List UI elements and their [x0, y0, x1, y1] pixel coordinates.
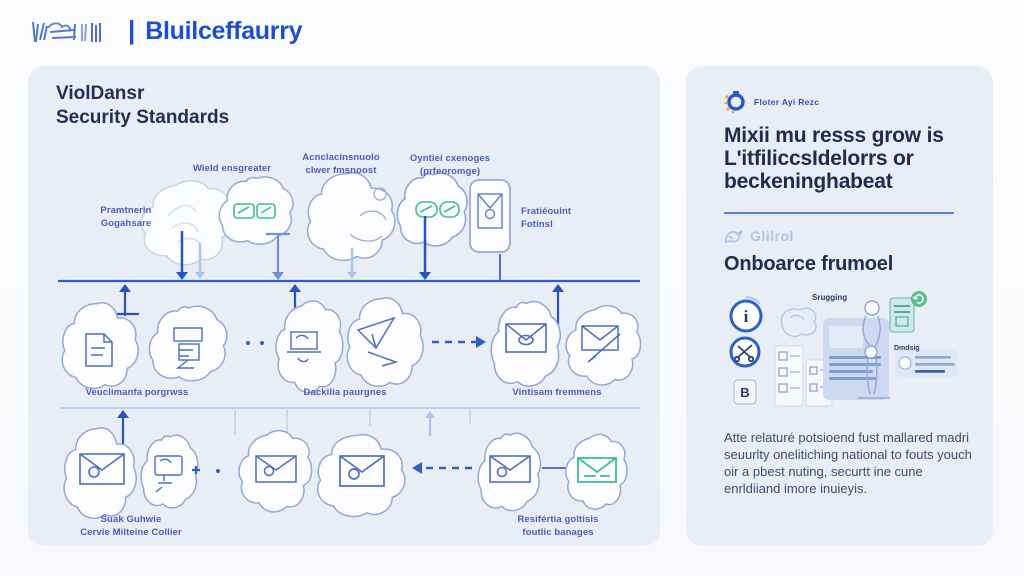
mini-logo-icon — [724, 91, 745, 114]
blob-envelope-a — [63, 427, 137, 519]
blob-envelope-d — [477, 432, 542, 512]
envelope-icon — [79, 453, 125, 485]
header: | Bluilceffaurry — [0, 0, 1024, 62]
label-row3-a: Suak Guhwie Cervie Milteine Collier — [80, 514, 182, 538]
dashed-arrow-left — [412, 462, 475, 474]
plus-dot-connector — [192, 466, 220, 474]
cloud-scribble — [780, 307, 817, 338]
bird-scribble-icon — [725, 230, 743, 244]
illustration-label-1: Srugging — [812, 293, 848, 302]
label-row1-a: Wield ensgreater — [192, 163, 272, 174]
blob-envelope-pen — [565, 304, 642, 386]
diagram-title-line2: Security Standards — [56, 107, 230, 129]
label-row1-c: Oyntiei cxenoges (prfeoromge) — [409, 153, 491, 177]
onboarding-illustration: i B — [729, 291, 957, 407]
diagram-title-line1: ViolDansr — [56, 83, 145, 104]
label-row2-b: Dackilia paurgnes — [303, 387, 387, 398]
phone-device — [469, 179, 511, 280]
dashed-arrow-right — [432, 336, 486, 348]
dot-connector — [246, 341, 250, 345]
blob-document — [61, 302, 139, 390]
info-panel: Floter Ayi Rezc Mixii mu resss grow is L… — [686, 66, 993, 546]
blob-paper-plane — [346, 297, 424, 387]
blob-scribble-cloud — [140, 180, 233, 266]
monitor-icon — [154, 455, 183, 493]
panel-subheading: Onboarce frumoel — [724, 253, 894, 275]
brand-logo-icon — [32, 21, 101, 43]
blob-envelope-circle — [490, 300, 561, 387]
laptop-icon — [287, 331, 321, 363]
person-scribble — [858, 300, 890, 399]
diagram-panel: ViolDansr Security Standards — [28, 66, 660, 546]
panel-heading: Mixii mu resss grow is L'itfiliccsIdelor… — [724, 124, 944, 193]
label-row1-b: Acnclacinsnuolo clwer fmsnoost — [302, 152, 380, 176]
label-row1-right: Fratiéouint Fotinsl — [521, 206, 572, 230]
envelope-icon — [255, 455, 297, 483]
arrows-bottom-rail — [117, 408, 471, 458]
profile-card — [895, 350, 957, 377]
paper-plane-icon — [356, 316, 399, 367]
label-row3-b: Resifértia goltisis foutlic banages — [517, 514, 599, 538]
blob-capsule-card — [218, 176, 294, 245]
checklist-card-1 — [774, 345, 804, 407]
blob-printer — [148, 305, 228, 382]
envelope-pen-icon — [581, 325, 621, 363]
svg-text:B: B — [740, 385, 749, 400]
envelope-icon — [489, 455, 531, 483]
blob-monitor — [140, 434, 199, 509]
blob-envelope-c — [316, 433, 406, 518]
illustration-label-2: Dmdsig — [894, 345, 920, 352]
blob-laptop — [275, 300, 344, 394]
dashboard-panel — [823, 318, 889, 400]
green-badge — [911, 291, 927, 307]
blob-elephant-scribble — [306, 172, 396, 261]
capsule-pair-icon — [233, 203, 276, 219]
blob-capsules-circle — [396, 172, 468, 247]
document-icon — [85, 333, 113, 367]
label-row2-a: Veuclimanfa porgrwss — [85, 387, 189, 398]
envelope-icon — [505, 323, 547, 353]
info-icon: i — [729, 296, 763, 333]
subheader: Glilrol — [724, 228, 794, 244]
divider-line — [724, 212, 954, 214]
diagram-title: ViolDansr Security Standards — [56, 82, 229, 131]
teal-card — [889, 297, 915, 333]
panel-paragraph: Atte relaturé potsioend fust mallared ma… — [724, 430, 972, 497]
mini-logo-text: Floter Ayi Rezc — [754, 97, 820, 107]
subheader-label: Glilrol — [750, 228, 794, 244]
blob-envelope-green — [565, 433, 628, 510]
label-row1-left: Pramtnerin Gogahsare — [100, 205, 152, 229]
elephant-lines — [349, 187, 387, 242]
blob-envelope-b — [238, 430, 313, 513]
envelope-icon — [339, 455, 385, 487]
flow-diagram — [58, 172, 642, 519]
svg-text:i: i — [744, 307, 749, 326]
brand-name: Bluilceffaurry — [145, 16, 303, 45]
tools-icon — [729, 336, 761, 368]
green-envelope-icon — [577, 457, 617, 483]
printer-icon — [173, 327, 203, 369]
capsule-pair-icon-2 — [415, 201, 460, 218]
brand-separator: | — [128, 14, 136, 45]
phone-envelope-icon — [477, 193, 503, 229]
b-badge: B — [733, 379, 757, 405]
mini-logo: Floter Ayi Rezc — [724, 90, 819, 114]
arrows-down-to-rail — [176, 216, 431, 280]
dot-connector — [260, 341, 264, 345]
label-row2-c: Vintisam fremmens — [512, 387, 602, 398]
